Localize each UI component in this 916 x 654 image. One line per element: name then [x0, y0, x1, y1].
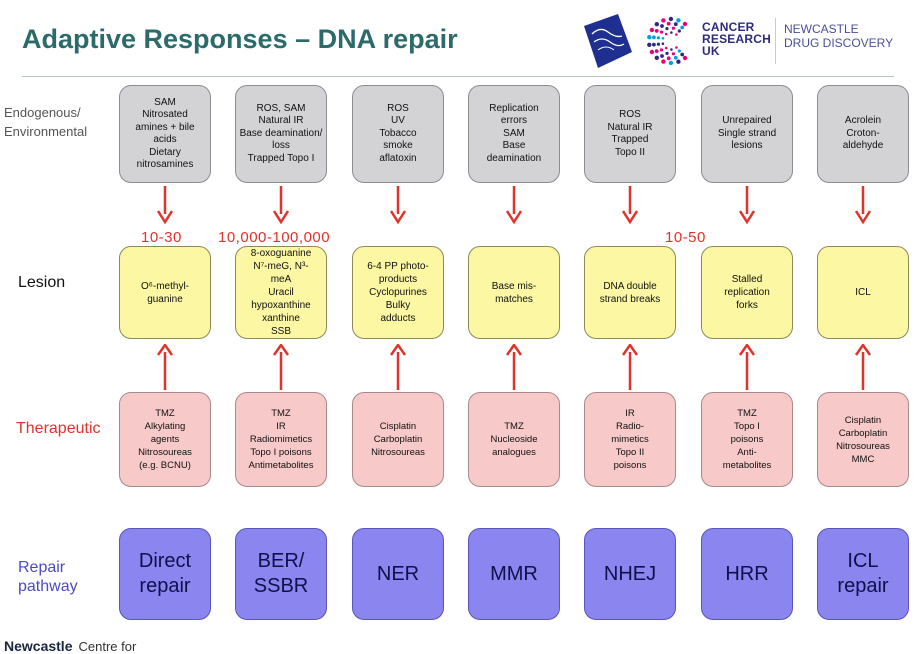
environmental-factor-box: Replication errors SAM Base deamination — [468, 85, 560, 183]
lesion-box: O⁶-methyl- guanine — [119, 246, 211, 339]
repair-pathway-box-text: HRR — [725, 562, 769, 585]
up-arrow-icon — [273, 344, 289, 390]
newcastle-drug-discovery-wordmark: NEWCASTLE DRUG DISCOVERY — [784, 22, 894, 50]
therapeutic-box-text: TMZ IR Radiomimetics Topo I poisons Anti… — [248, 408, 314, 471]
frequency-label: 10,000-100,000 — [218, 229, 331, 246]
lesion-box-text: 6-4 PP photo- products Cyclopurines Bulk… — [367, 261, 429, 324]
lesion-box: Base mis- matches — [468, 246, 560, 339]
environmental-factor-box: Unrepaired Single strand lesions — [701, 85, 793, 183]
row-label-environmental: Endogenous/ Environmental — [4, 105, 88, 139]
lesion-box: 6-4 PP photo- products Cyclopurines Bulk… — [352, 246, 444, 339]
therapeutic-box: TMZ Nucleoside analogues — [468, 392, 560, 487]
university-seal-logo — [584, 14, 632, 68]
row-label-therapeutic: Therapeutic — [16, 420, 101, 437]
lesion-box-text: 8-oxoguanine N⁷-meG, N³- meA Uracil hypo… — [250, 248, 312, 337]
lesion-box-text: Stalled replication forks — [724, 274, 770, 311]
repair-pathway-box: MMR — [468, 528, 560, 620]
repair-pathway-box: NHEJ — [584, 528, 676, 620]
down-arrow-icon — [855, 186, 871, 224]
up-arrow-icon — [739, 344, 755, 390]
repair-pathway-box: HRR — [701, 528, 793, 620]
up-arrow-icon — [390, 344, 406, 390]
lesion-box-text: DNA double strand breaks — [599, 280, 661, 305]
therapeutic-box: TMZ IR Radiomimetics Topo I poisons Anti… — [235, 392, 327, 487]
lesion-box-text: ICL — [855, 287, 871, 298]
environmental-factor-box: Acrolein Croton- aldehyde — [817, 85, 909, 183]
up-arrow-icon — [622, 344, 638, 390]
environmental-factor-box: ROS, SAM Natural IR Base deamination/ lo… — [235, 85, 327, 183]
page-title: Adaptive Responses – DNA repair — [22, 24, 458, 54]
therapeutic-box-text: TMZ Alkylating agents Nitrosoureas (e.g.… — [138, 408, 192, 471]
up-arrow-icon — [855, 344, 871, 390]
repair-pathway-box: Direct repair — [119, 528, 211, 620]
environmental-factor-box: SAM Nitrosated amines + bile acids Dieta… — [119, 85, 211, 183]
environmental-factor-box: ROS Natural IR Trapped Topo II — [584, 85, 676, 183]
lesion-box: Stalled replication forks — [701, 246, 793, 339]
therapeutic-box: IR Radio- mimetics Topo II poisons — [584, 392, 676, 487]
down-arrow-icon — [157, 186, 173, 224]
therapeutic-box: Cisplatin Carboplatin Nitrosoureas — [352, 392, 444, 487]
environmental-factor-box-text: ROS, SAM Natural IR Base deamination/ lo… — [239, 102, 323, 164]
repair-pathway-box-text: MMR — [490, 562, 538, 585]
repair-pathway-box-text: BER/ SSBR — [253, 550, 309, 597]
therapeutic-box-text: TMZ Nucleoside analogues — [490, 421, 538, 458]
up-arrow-icon — [506, 344, 522, 390]
row-label-lesion: Lesion — [18, 274, 66, 291]
therapeutic-box-text: Cisplatin Carboplatin Nitrosoureas MMC — [836, 414, 890, 465]
therapeutic-box-text: Cisplatin Carboplatin Nitrosoureas — [371, 421, 425, 458]
frequency-label: 10-30 — [141, 229, 182, 246]
up-arrow-icon — [157, 344, 173, 390]
repair-pathway-box: NER — [352, 528, 444, 620]
lesion-box: 8-oxoguanine N⁷-meG, N³- meA Uracil hypo… — [235, 246, 327, 339]
environmental-factor-box-text: Unrepaired Single strand lesions — [717, 115, 777, 152]
cruk-logo-icon — [647, 16, 688, 66]
title-divider — [22, 76, 894, 77]
therapeutic-box: Cisplatin Carboplatin Nitrosoureas MMC — [817, 392, 909, 487]
repair-pathway-box-text: NER — [376, 562, 420, 585]
environmental-factor-box-text: Replication errors SAM Base deamination — [486, 102, 542, 164]
row-label-repair-pathway: Repair pathway — [18, 559, 78, 595]
lesion-box: DNA double strand breaks — [584, 246, 676, 339]
down-arrow-icon — [506, 186, 522, 224]
repair-pathway-box-text: NHEJ — [603, 562, 657, 585]
down-arrow-icon — [622, 186, 638, 224]
down-arrow-icon — [273, 186, 289, 224]
environmental-factor-box-text: ROS Natural IR Trapped Topo II — [607, 109, 653, 158]
repair-pathway-box: ICL repair — [817, 528, 909, 620]
cruk-wordmark: CANCER RESEARCH UK — [702, 20, 771, 58]
therapeutic-box: TMZ Topo I poisons Anti- metabolites — [701, 392, 793, 487]
environmental-factor-box: ROS UV Tobacco smoke aflatoxin — [352, 85, 444, 183]
therapeutic-box-text: TMZ Topo I poisons Anti- metabolites — [722, 408, 772, 471]
repair-pathway-box: BER/ SSBR — [235, 528, 327, 620]
lesion-box-text: O⁶-methyl- guanine — [140, 280, 189, 305]
frequency-label: 10-50 — [665, 229, 706, 246]
therapeutic-box: TMZ Alkylating agents Nitrosoureas (e.g.… — [119, 392, 211, 487]
repair-pathway-box-text: Direct repair — [138, 550, 192, 597]
repair-pathway-box-text: ICL repair — [837, 550, 889, 597]
lesion-box: ICL — [817, 246, 909, 339]
lesion-box-text: Base mis- matches — [491, 280, 537, 305]
environmental-factor-box-text: Acrolein Croton- aldehyde — [842, 115, 884, 152]
down-arrow-icon — [739, 186, 755, 224]
environmental-factor-box-text: SAM Nitrosated amines + bile acids Dieta… — [135, 96, 195, 171]
down-arrow-icon — [390, 186, 406, 224]
environmental-factor-box-text: ROS UV Tobacco smoke aflatoxin — [379, 102, 417, 164]
therapeutic-box-text: IR Radio- mimetics Topo II poisons — [611, 408, 649, 471]
logo-divider — [775, 18, 776, 64]
